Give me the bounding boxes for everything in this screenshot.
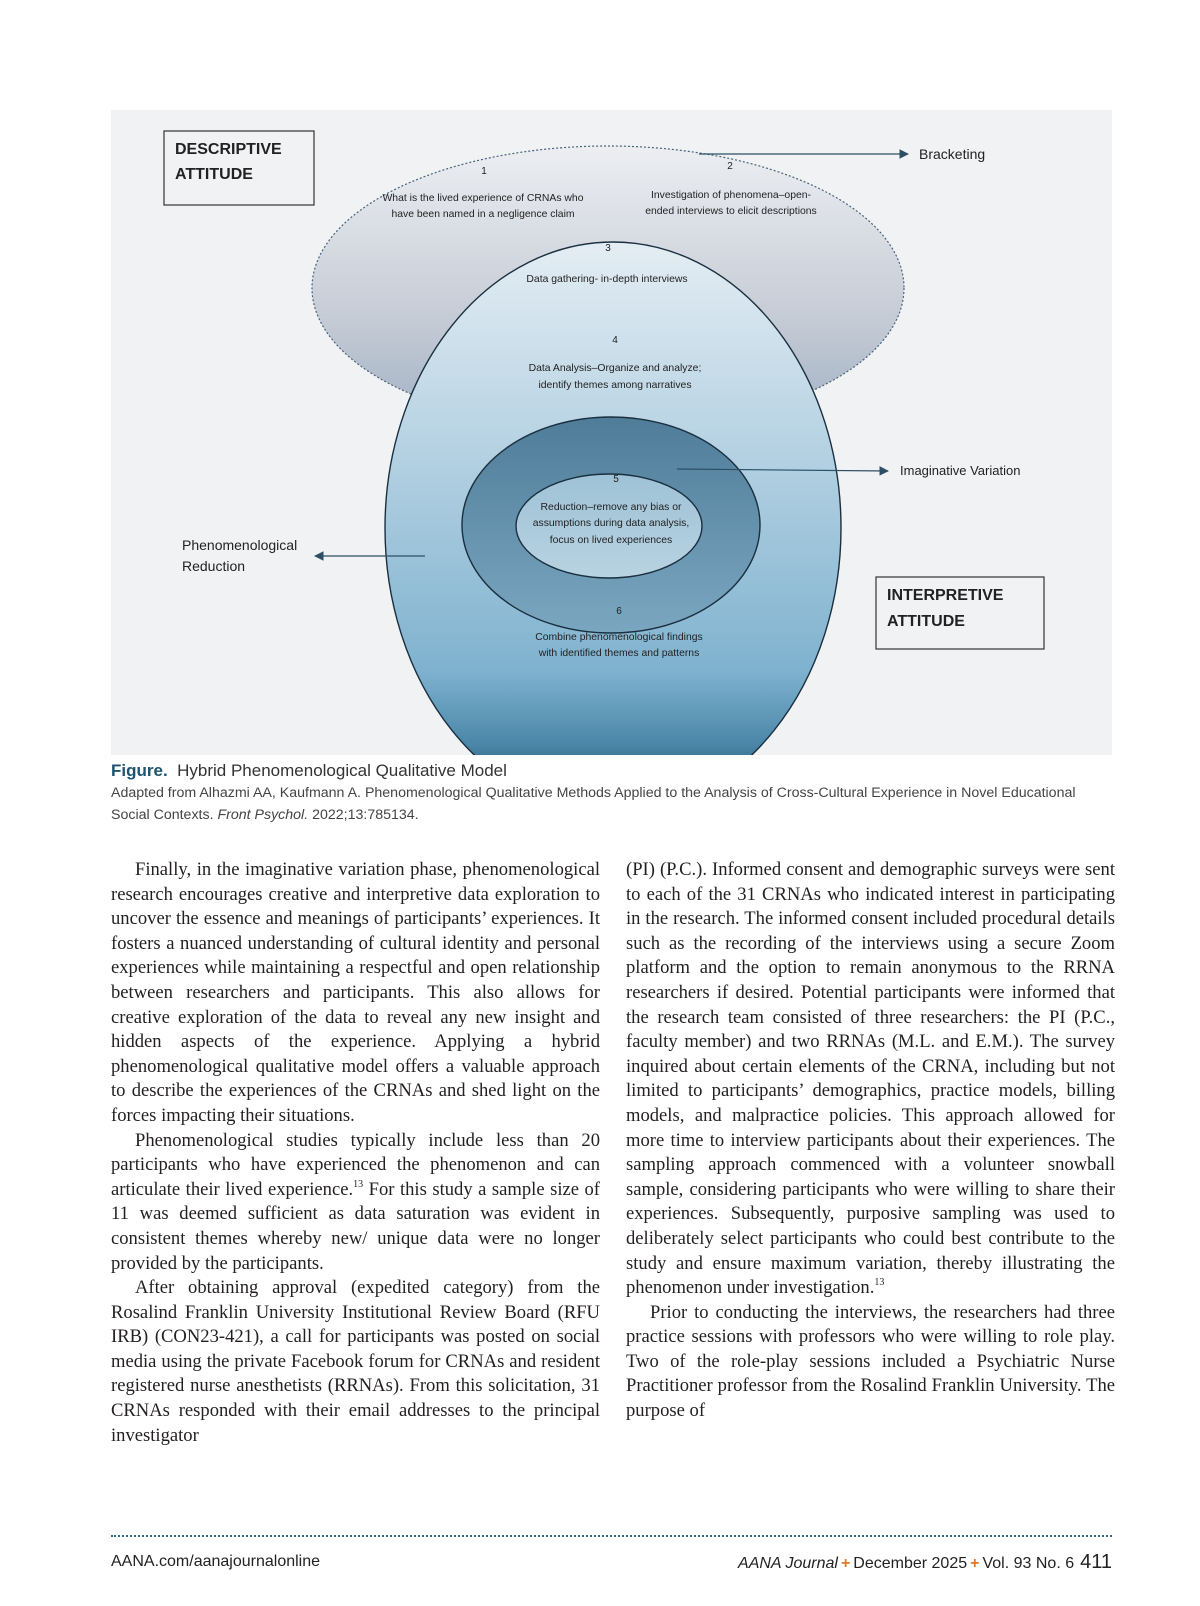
descriptive-attitude-line2: ATTITUDE (175, 166, 253, 183)
imaginative-variation-label: Imaginative Variation (900, 463, 1020, 478)
footer-issue: No. 6 (1035, 1555, 1075, 1572)
step-5-line3: focus on lived experiences (550, 535, 672, 546)
page-number: 411 (1080, 1551, 1112, 1573)
phenomenological-model-diagram: DESCRIPTIVE ATTITUDE INTERPRETIVE ATTITU… (163, 130, 1045, 755)
step-3-line1: Data gathering- in-depth interviews (526, 274, 687, 285)
step-2-line1: Investigation of phenomena–open- (651, 190, 811, 201)
plus-separator-icon: + (970, 1555, 980, 1572)
body-column-right: (PI) (P.C.). Informed consent and demogr… (626, 858, 1115, 1424)
interpretive-attitude-line2: ATTITUDE (887, 613, 965, 630)
descriptive-attitude-box (163, 130, 315, 206)
caption-source: Adapted from Alhazmi AA, Kaufmann A. Phe… (111, 782, 1112, 826)
step-2-line2: ended interviews to elicit descriptions (645, 206, 817, 217)
step-4-number: 4 (612, 335, 618, 346)
reference-superscript: 13 (874, 1277, 885, 1289)
descriptive-attitude-line1: DESCRIPTIVE (175, 141, 282, 158)
step-1-number: 1 (481, 166, 487, 177)
step-4-line2: identify themes among narratives (538, 380, 691, 391)
paragraph: (PI) (P.C.). Informed consent and demogr… (626, 858, 1115, 1301)
paragraph: After obtaining approval (expedited cate… (111, 1277, 600, 1446)
phenomenological-reduction-line2: Reduction (182, 558, 245, 574)
paragraph-text: (PI) (P.C.). Informed consent and demogr… (626, 859, 1115, 1299)
figure-diagram: DESCRIPTIVE ATTITUDE INTERPRETIVE ATTITU… (111, 110, 1112, 755)
caption-title: Hybrid Phenomenological Qualitative Mode… (177, 761, 507, 780)
caption-source-text: Adapted from Alhazmi AA, Kaufmann A. Phe… (111, 785, 1076, 823)
footer-divider (111, 1535, 1112, 1537)
interpretive-attitude-box (875, 576, 1045, 650)
step-1-line2: have been named in a negligence claim (391, 209, 574, 220)
caption-source-journal: Front Psychol. (217, 807, 309, 823)
reduction-core-ellipse (515, 473, 703, 579)
imaginative-variation-arrow (676, 466, 889, 476)
phenomenological-reduction-line1: Phenomenological (182, 537, 297, 553)
step-5-number: 5 (613, 474, 619, 485)
reference-superscript: 13 (353, 1178, 364, 1190)
step-1-line1: What is the lived experience of CRNAs wh… (383, 193, 584, 204)
paragraph: Phenomenological studies typically inclu… (111, 1129, 600, 1277)
footer-journal-name: AANA Journal (738, 1555, 838, 1572)
body-column-left: Finally, in the imaginative variation ph… (111, 858, 600, 1448)
footer-url[interactable]: AANA.com/aanajournalonline (111, 1553, 321, 1570)
caption-label: Figure. (111, 761, 168, 780)
caption-source-citation: 2022;13:785134. (308, 807, 419, 823)
step-2-number: 2 (727, 161, 733, 172)
plus-separator-icon: + (840, 1555, 851, 1572)
interpretive-attitude-line1: INTERPRETIVE (887, 587, 1004, 604)
footer-volume: Vol. 93 (982, 1555, 1032, 1572)
step-6-line1: Combine phenomenological findings (535, 632, 703, 643)
paragraph-text-continued: For this study a sample size of 11 was d… (111, 1178, 600, 1274)
step-6-number: 6 (616, 606, 622, 617)
paragraph: Prior to conducting the interviews, the … (626, 1301, 1115, 1422)
step-4-line1: Data Analysis–Organize and analyze; (529, 363, 702, 374)
paragraph-text: Phenomenological studies typically inclu… (111, 1129, 600, 1200)
step-6-line2: with identified themes and patterns (538, 648, 700, 659)
footer-date: December 2025 (853, 1555, 968, 1572)
paragraph: Finally, in the imaginative variation ph… (111, 859, 600, 1126)
step-3-number: 3 (605, 243, 611, 254)
figure-caption: Figure. Hybrid Phenomenological Qualitat… (111, 760, 1112, 826)
step-5-line1: Reduction–remove any bias or (541, 502, 682, 513)
caption-title-line: Figure. Hybrid Phenomenological Qualitat… (111, 760, 1112, 782)
footer-journal-info: AANA Journal+December 2025+Vol. 93 No. 6… (738, 1549, 1112, 1577)
bracketing-label: Bracketing (919, 146, 985, 162)
step-5-line2: assumptions during data analysis, (533, 518, 690, 529)
